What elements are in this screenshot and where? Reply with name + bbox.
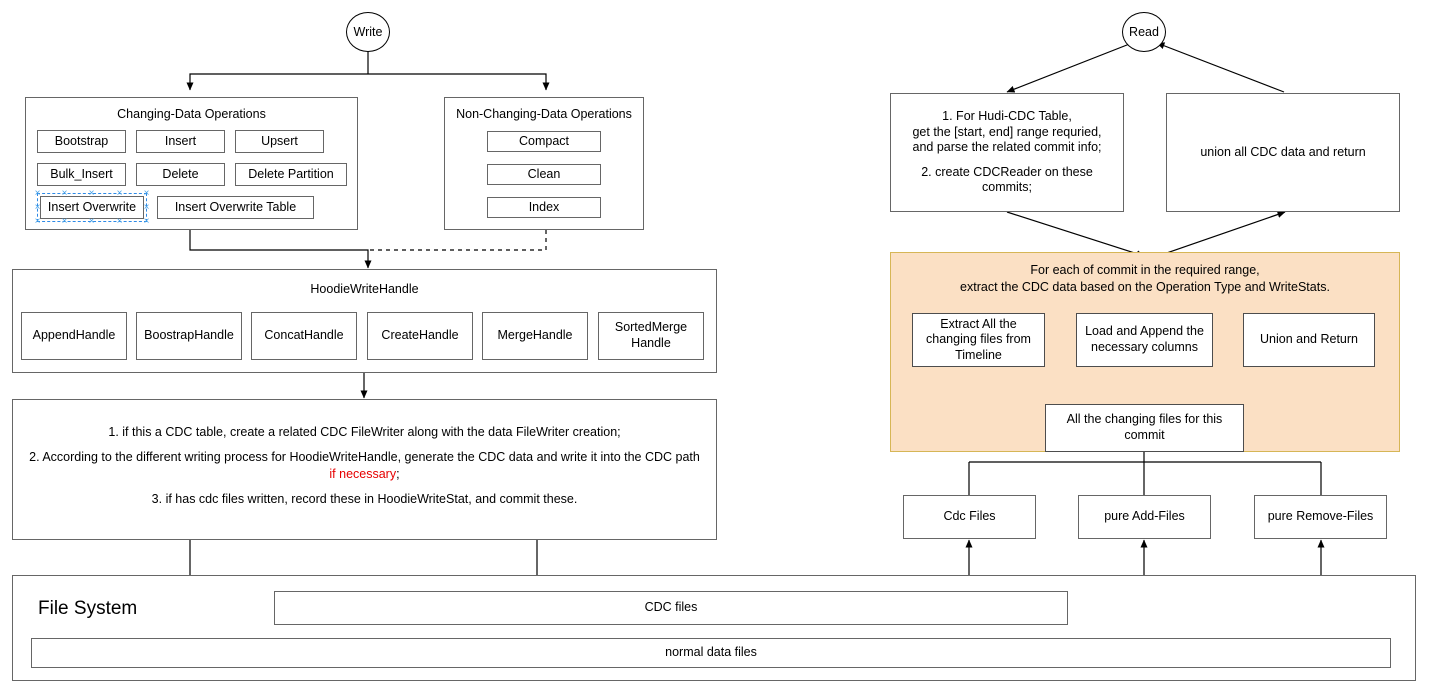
pure-add-files-label: pure Add-Files bbox=[1104, 509, 1185, 524]
cdc-reader-line-2: get the [start, end] range requried, bbox=[912, 124, 1102, 139]
selection-handle-top-left-center[interactable] bbox=[60, 189, 69, 198]
cdc-reader-line-3: and parse the related commit info; bbox=[912, 140, 1102, 155]
normal-data-files-label: normal data files bbox=[665, 645, 757, 660]
cdc-write-steps-box[interactable]: 1. if this a CDC table, create a related… bbox=[12, 399, 717, 540]
handle-append[interactable]: AppendHandle bbox=[21, 312, 127, 360]
cdc-files-label: CDC files bbox=[644, 600, 698, 615]
op-bulk-insert[interactable]: Bulk_Insert bbox=[37, 163, 126, 186]
op-insert[interactable]: Insert bbox=[136, 130, 225, 153]
op-index-label: Index bbox=[528, 199, 560, 214]
extract-changing-files-line2: changing files from bbox=[926, 332, 1031, 347]
selection-handle-bottom-right-center[interactable] bbox=[115, 217, 124, 226]
union-and-return-label: Union and Return bbox=[1260, 332, 1358, 347]
extract-changing-files-line1: Extract All the bbox=[940, 316, 1017, 331]
cdc-files-source-box[interactable]: Cdc Files bbox=[903, 495, 1036, 539]
handle-boostrap[interactable]: BoostrapHandle bbox=[136, 312, 242, 360]
op-bootstrap[interactable]: Bootstrap bbox=[37, 130, 126, 153]
write-start-label: Write bbox=[353, 25, 383, 39]
handle-sorted-merge-label-line2: Handle bbox=[631, 336, 671, 350]
selection-handle-top-right-center[interactable] bbox=[115, 189, 124, 198]
handle-create[interactable]: CreateHandle bbox=[367, 312, 473, 360]
handle-boostrap-label: BoostrapHandle bbox=[144, 328, 234, 343]
handle-merge-label: MergeHandle bbox=[497, 328, 573, 343]
cdc-write-step-2-prefix: 2. According to the different writing pr… bbox=[29, 450, 700, 465]
op-clean[interactable]: Clean bbox=[487, 164, 601, 185]
cdc-reader-box[interactable]: 1. For Hudi-CDC Table, get the [start, e… bbox=[890, 93, 1124, 212]
per-commit-panel-title-line1: For each of commit in the required range… bbox=[1030, 263, 1260, 277]
handle-concat-label: ConcatHandle bbox=[264, 328, 344, 343]
cdc-write-step-1: 1. if this a CDC table, create a related… bbox=[108, 425, 621, 439]
read-start-node[interactable]: Read bbox=[1122, 12, 1166, 52]
cdc-write-step-2-highlight: if necessary bbox=[329, 466, 397, 481]
op-delete[interactable]: Delete bbox=[136, 163, 225, 186]
load-append-columns-box[interactable]: Load and Append the necessary columns bbox=[1076, 313, 1213, 367]
all-changing-files-line1: All the changing files for this bbox=[1066, 412, 1223, 427]
op-bootstrap-label: Bootstrap bbox=[54, 133, 109, 148]
op-insert-overwrite-table[interactable]: Insert Overwrite Table bbox=[157, 196, 314, 219]
cdc-reader-line-5: commits; bbox=[982, 180, 1032, 195]
handle-create-label: CreateHandle bbox=[381, 328, 459, 343]
handle-sorted-merge[interactable]: SortedMerge Handle bbox=[598, 312, 704, 360]
op-index[interactable]: Index bbox=[487, 197, 601, 218]
all-changing-files-line2: commit bbox=[1124, 428, 1165, 442]
selection-handle-middle-left[interactable] bbox=[33, 203, 42, 212]
cdc-write-step-2: 2. According to the different writing pr… bbox=[27, 449, 702, 482]
write-start-node[interactable]: Write bbox=[346, 12, 390, 52]
handle-concat[interactable]: ConcatHandle bbox=[251, 312, 357, 360]
union-all-cdc-label: union all CDC data and return bbox=[1200, 144, 1366, 159]
op-insert-overwrite-label: Insert Overwrite bbox=[47, 199, 137, 214]
op-clean-label: Clean bbox=[527, 166, 561, 181]
selection-handle-middle-right[interactable] bbox=[142, 203, 151, 212]
non-changing-data-operations-title: Non-Changing-Data Operations bbox=[456, 107, 632, 121]
hoodie-write-handle-title: HoodieWriteHandle bbox=[310, 282, 419, 296]
per-commit-panel-title-line2: extract the CDC data based on the Operat… bbox=[960, 279, 1330, 294]
load-append-columns-line2: necessary columns bbox=[1091, 340, 1198, 354]
all-changing-files-commit-box[interactable]: All the changing files for this commit bbox=[1045, 404, 1244, 452]
union-all-cdc-box[interactable]: union all CDC data and return bbox=[1166, 93, 1400, 212]
selection-handle-bottom-center[interactable] bbox=[87, 217, 96, 226]
cdc-files-source-label: Cdc Files bbox=[943, 509, 996, 524]
op-insert-label: Insert bbox=[164, 133, 197, 148]
cdc-write-step-2-suffix: ; bbox=[396, 466, 400, 481]
union-and-return-box[interactable]: Union and Return bbox=[1243, 313, 1375, 367]
selection-handle-bottom-right[interactable] bbox=[142, 217, 151, 226]
extract-changing-files-line3: Timeline bbox=[955, 347, 1002, 362]
op-upsert[interactable]: Upsert bbox=[235, 130, 324, 153]
op-delete-label: Delete bbox=[162, 166, 199, 181]
cdc-reader-line-4: 2. create CDCReader on these bbox=[921, 164, 1093, 179]
handle-merge[interactable]: MergeHandle bbox=[482, 312, 588, 360]
selection-handle-top-center[interactable] bbox=[87, 189, 96, 198]
load-append-columns-line1: Load and Append the bbox=[1085, 324, 1204, 339]
read-start-label: Read bbox=[1129, 25, 1159, 39]
op-compact[interactable]: Compact bbox=[487, 131, 601, 152]
pure-remove-files-box[interactable]: pure Remove-Files bbox=[1254, 495, 1387, 539]
selection-handle-top-left[interactable] bbox=[33, 189, 42, 198]
handle-sorted-merge-label-line1: SortedMerge bbox=[614, 320, 688, 335]
normal-data-files-box[interactable]: normal data files bbox=[31, 638, 1391, 668]
cdc-reader-line-1: 1. For Hudi-CDC Table, bbox=[942, 108, 1072, 123]
pure-add-files-box[interactable]: pure Add-Files bbox=[1078, 495, 1211, 539]
selection-handle-top-right[interactable] bbox=[142, 189, 151, 198]
op-upsert-label: Upsert bbox=[261, 133, 298, 148]
extract-changing-files-box[interactable]: Extract All the changing files from Time… bbox=[912, 313, 1045, 367]
op-bulk-insert-label: Bulk_Insert bbox=[50, 166, 113, 181]
op-delete-partition-label: Delete Partition bbox=[248, 166, 334, 181]
selection-handle-bottom-left[interactable] bbox=[33, 217, 42, 226]
pure-remove-files-label: pure Remove-Files bbox=[1267, 509, 1374, 524]
changing-data-operations-title: Changing-Data Operations bbox=[117, 107, 266, 121]
selection-handle-bottom-left-center[interactable] bbox=[60, 217, 69, 226]
op-delete-partition[interactable]: Delete Partition bbox=[235, 163, 347, 186]
cdc-files-box[interactable]: CDC files bbox=[274, 591, 1068, 625]
cdc-write-step-3: 3. if has cdc files written, record thes… bbox=[151, 491, 578, 506]
op-compact-label: Compact bbox=[518, 133, 570, 148]
handle-append-label: AppendHandle bbox=[32, 328, 116, 343]
file-system-label: File System bbox=[38, 598, 138, 619]
op-insert-overwrite-table-label: Insert Overwrite Table bbox=[174, 199, 297, 214]
